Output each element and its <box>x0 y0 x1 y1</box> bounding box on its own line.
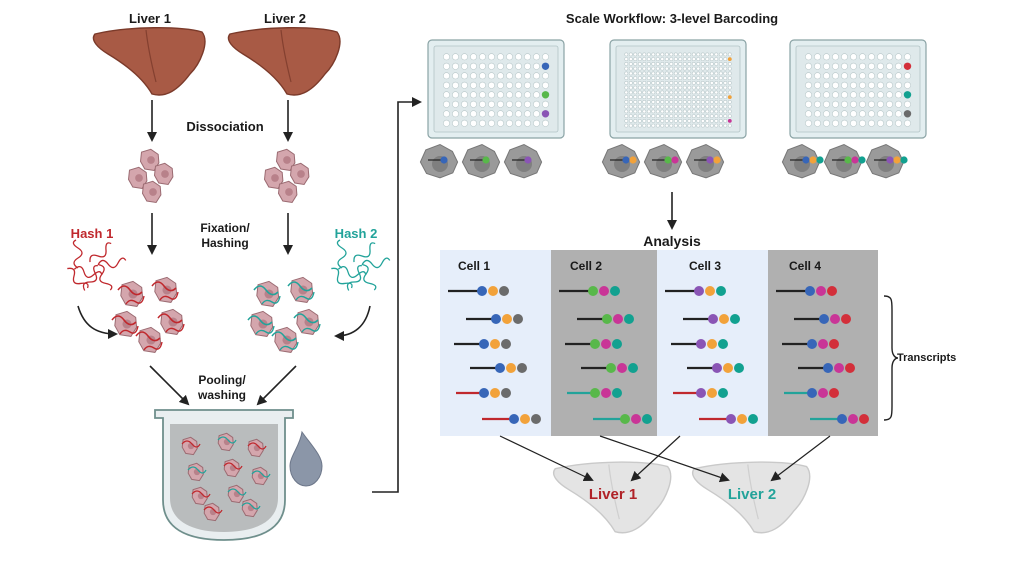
dissociation-label: Dissociation <box>186 119 264 134</box>
hash1-curve-arrow <box>77 305 118 339</box>
transcripts-cell-2 <box>559 286 652 424</box>
arrow-cell4-to-liver2 <box>770 435 831 482</box>
arrow-cell1-to-liver1 <box>499 435 594 482</box>
liver2-organ <box>227 27 341 96</box>
liver1-organ <box>92 27 206 96</box>
barcoded-cell-p2-2 <box>643 143 683 179</box>
pooling-label: Pooling/ washing <box>197 373 247 402</box>
arrow-pool-2 <box>256 365 297 406</box>
connector-arrow <box>372 97 422 493</box>
transcripts-bracket <box>883 295 899 421</box>
barcoded-cell-p3-3 <box>865 143 908 179</box>
cell4-label: Cell 4 <box>789 259 822 273</box>
barcoded-cell-p1-3 <box>503 143 543 179</box>
transcripts-cell-4 <box>776 286 869 424</box>
liver1-label: Liver 1 <box>129 11 171 26</box>
workflow-title: Scale Workflow: 3-level Barcoding <box>565 11 779 26</box>
plate-96-1 <box>427 39 565 139</box>
cell3-label: Cell 3 <box>689 259 722 273</box>
droplet-icon <box>289 430 323 487</box>
barcoded-cell-p1-2 <box>461 143 501 179</box>
barcoded-cell-p1-1 <box>419 143 459 179</box>
arrow-cell2-to-liver2 <box>599 435 730 483</box>
liver2-label: Liver 2 <box>264 11 306 26</box>
barcoded-cell-p2-1 <box>601 143 641 179</box>
barcoded-cell-p2-3 <box>685 143 725 179</box>
arrow-cell3-to-liver1 <box>630 435 681 482</box>
transcripts-cell-3 <box>665 286 758 424</box>
fixation-label: Fixation/ Hashing <box>200 221 250 250</box>
hash1-label: Hash 1 <box>70 226 114 241</box>
barcoded-cell-p3-1 <box>781 143 824 179</box>
hash1-oligos <box>67 239 127 291</box>
output-liver2-label: Liver 2 <box>727 486 777 503</box>
arrow-pool-1 <box>149 365 190 406</box>
cell-cluster-2 <box>263 148 310 204</box>
hashed-cells-2 <box>247 276 321 353</box>
hashed-cells-1 <box>111 276 185 353</box>
hash2-label: Hash 2 <box>334 226 378 241</box>
hash2-curve-arrow <box>334 305 371 341</box>
plate-384 <box>609 39 747 139</box>
analysis-label: Analysis <box>643 233 701 249</box>
plate-96-2 <box>789 39 927 139</box>
cell1-label: Cell 1 <box>458 259 491 273</box>
pooling-tube <box>154 409 323 541</box>
transcripts-cell-1 <box>448 286 541 424</box>
hash2-oligos <box>331 239 391 291</box>
cell-cluster-1 <box>127 148 174 204</box>
transcripts-label: Transcripts <box>897 352 957 364</box>
output-liver1-label: Liver 1 <box>588 486 638 503</box>
barcoded-cell-p3-2 <box>823 143 866 179</box>
cell2-label: Cell 2 <box>570 259 603 273</box>
